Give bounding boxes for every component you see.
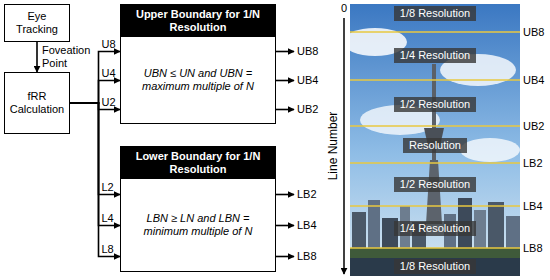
axis-arrow [343,18,345,274]
block-heading: Upper Boundary for 1/N Resolution [121,5,275,37]
boundary-block: Lower Boundary for 1/N ResolutionLBN ≥ L… [120,146,276,272]
process-box: fRR Calculation [4,72,70,134]
boundary-line [350,125,520,127]
boundary-line [350,247,520,249]
band-label: 1/2 Resolution [400,178,470,191]
output-signal: UB2 [297,103,318,116]
band-label: Resolution [409,139,461,152]
box-label: Eye Tracking [8,10,66,36]
output-arrow [276,51,294,53]
output-signal: UB4 [297,74,318,87]
block-body: UBN ≤ UN and UBN = maximum multiple of N [121,37,275,123]
output-arrow [276,194,294,196]
connector [70,103,120,226]
boundary-tag: LB2 [523,157,543,170]
resolution-band-tag: 1/2 Resolution [394,97,476,112]
axis-label: 0 [341,2,347,15]
axis-label: Line Number [326,112,340,181]
output-arrow [276,109,294,111]
edge-label: Foveation Point [42,44,96,70]
box-label: fRR Calculation [8,90,66,116]
tower-base [426,160,442,224]
block-heading: Lower Boundary for 1/N Resolution [121,147,275,179]
resolution-band-tag: 1/4 Resolution [394,221,476,236]
output-signal: LB2 [297,188,317,201]
process-box: Eye Tracking [4,4,70,42]
edge-label: U2 [102,96,116,109]
resolution-band-tag: 1/8 Resolution [394,259,476,274]
boundary-tag: LB4 [523,200,543,213]
boundary-line [350,162,520,164]
edge-label: U4 [102,67,116,80]
resolution-band-tag: 1/8 Resolution [394,6,476,21]
output-arrow [276,80,294,82]
edge-label: L4 [102,212,114,225]
band-label: 1/4 Resolution [400,222,470,235]
connector [70,103,120,257]
output-arrow [276,256,294,258]
band-label: 1/8 Resolution [400,260,470,273]
band-label: 1/8 Resolution [400,7,470,20]
cloud [460,138,520,162]
boundary-tag: UB2 [523,120,544,133]
resolution-band-tag: 1/4 Resolution [394,48,476,63]
output-signal: LB4 [297,219,317,232]
boundary-block: Upper Boundary for 1/N ResolutionUBN ≤ U… [120,4,276,124]
edge-label: L2 [102,181,114,194]
band-label: 1/2 Resolution [400,98,470,111]
boundary-tag: LB8 [523,242,543,255]
boundary-tag: UB4 [523,74,544,87]
resolution-band-tag: 1/2 Resolution [394,177,476,192]
output-arrow [276,225,294,227]
block-body: LBN ≥ LN and LBN = minimum multiple of N [121,179,275,271]
connector [36,42,38,72]
output-signal: LB8 [297,250,317,263]
river [350,258,520,276]
boundary-line [350,31,520,33]
edge-label: L8 [102,243,114,256]
connector [70,103,120,195]
boundary-line [350,79,520,81]
connector [70,52,120,104]
edge-label: U8 [102,38,116,51]
band-label: 1/4 Resolution [400,49,470,62]
boundary-line [350,205,520,207]
boundary-tag: UB8 [523,26,544,39]
output-signal: UB8 [297,45,318,58]
tree-strip [350,248,520,258]
resolution-band-tag: Resolution [403,138,467,153]
